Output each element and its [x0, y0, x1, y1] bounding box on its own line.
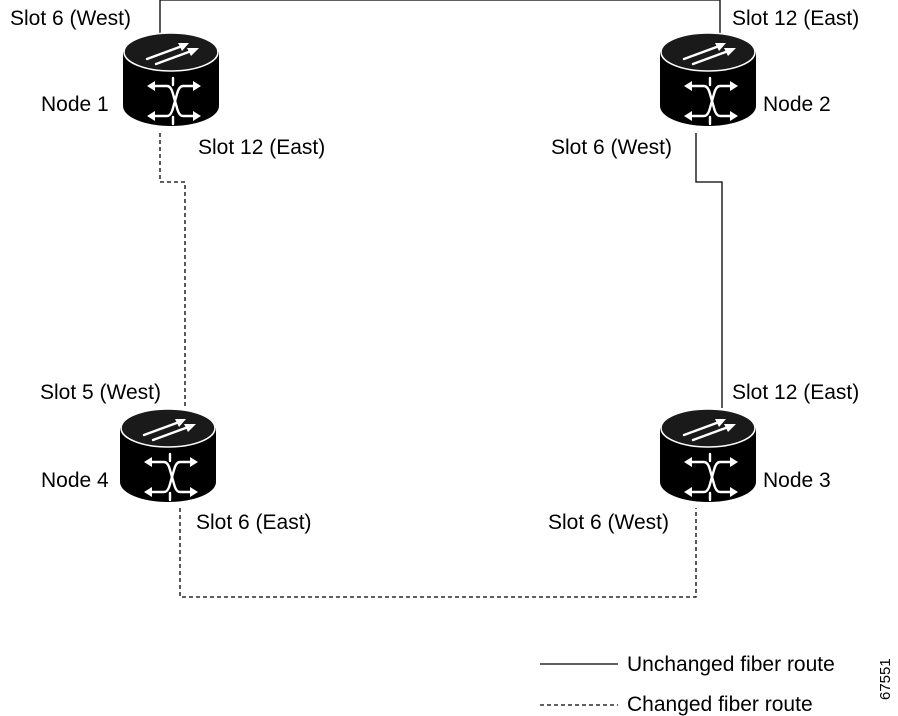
node-2-slot-west-label: Slot 6 (West) — [551, 136, 672, 159]
optical-node-icon — [121, 31, 221, 128]
node-4-slot-west-label: Slot 5 (West) — [40, 381, 161, 404]
node-4-slot-east-label: Slot 6 (East) — [196, 511, 312, 534]
fiber-route-node1-node2 — [159, 0, 721, 34]
node-1-name-label: Node 1 — [41, 93, 109, 116]
node-1-slot-west-label: Slot 6 (West) — [10, 7, 131, 30]
legend-unchanged-label: Unchanged fiber route — [627, 653, 835, 676]
optical-node-icon — [658, 407, 758, 504]
fiber-route-node1-node4 — [159, 133, 186, 408]
fiber-route-node4-node3 — [179, 508, 697, 598]
figure-number: 67551 — [877, 658, 894, 700]
node-2-slot-east-label: Slot 12 (East) — [732, 7, 859, 30]
node-4-name-label: Node 4 — [41, 469, 109, 492]
node-4 — [118, 407, 218, 504]
node-3 — [658, 407, 758, 504]
node-2 — [658, 31, 758, 128]
node-3-name-label: Node 3 — [763, 469, 831, 492]
node-1-slot-east-label: Slot 12 (East) — [198, 136, 325, 159]
node-3-slot-east-label: Slot 12 (East) — [732, 381, 859, 404]
legend: Unchanged fiber route Changed fiber rout… — [540, 653, 835, 716]
node-3-slot-west-label: Slot 6 (West) — [548, 511, 669, 534]
legend-changed-label: Changed fiber route — [627, 693, 813, 716]
optical-node-icon — [118, 407, 218, 504]
fiber-route-node2-node3 — [695, 133, 723, 408]
optical-node-icon — [658, 31, 758, 128]
node-1 — [121, 31, 221, 128]
node-2-name-label: Node 2 — [763, 93, 831, 116]
